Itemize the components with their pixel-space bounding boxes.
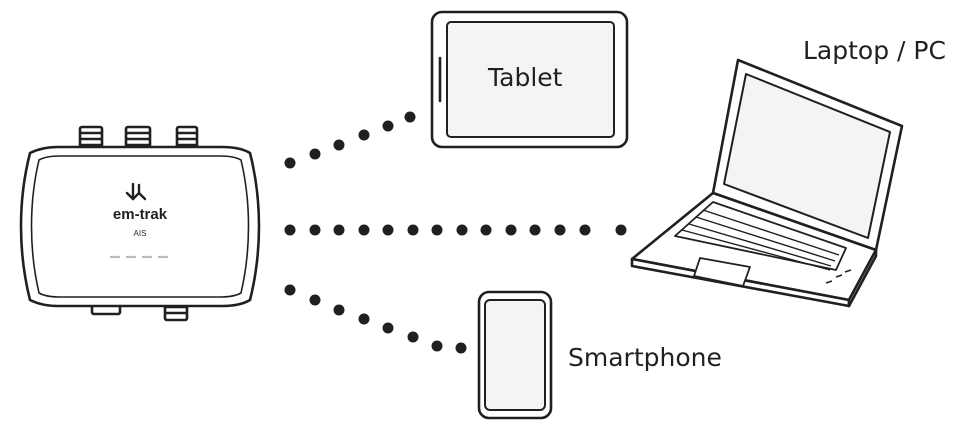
top-connectors <box>78 125 199 153</box>
tablet-connection-dots <box>284 111 416 169</box>
tablet-device <box>430 10 629 149</box>
ais-transceiver <box>19 125 261 322</box>
laptop-connection-dots <box>284 224 627 236</box>
device-model: AIS <box>134 229 147 238</box>
laptop-keyboard <box>674 201 847 271</box>
tablet-label: Tablet <box>488 63 563 92</box>
device-brand: em-trak <box>113 206 168 223</box>
smartphone-label: Smartphone <box>568 343 722 372</box>
laptop-label: Laptop / PC <box>803 36 946 65</box>
smartphone-device <box>477 290 553 420</box>
emtrak-logo-icon <box>125 182 147 201</box>
laptop-trackpad <box>693 257 751 287</box>
laptop-device <box>630 58 904 308</box>
smartphone-connection-dots <box>284 284 467 354</box>
laptop-screen <box>723 73 891 239</box>
